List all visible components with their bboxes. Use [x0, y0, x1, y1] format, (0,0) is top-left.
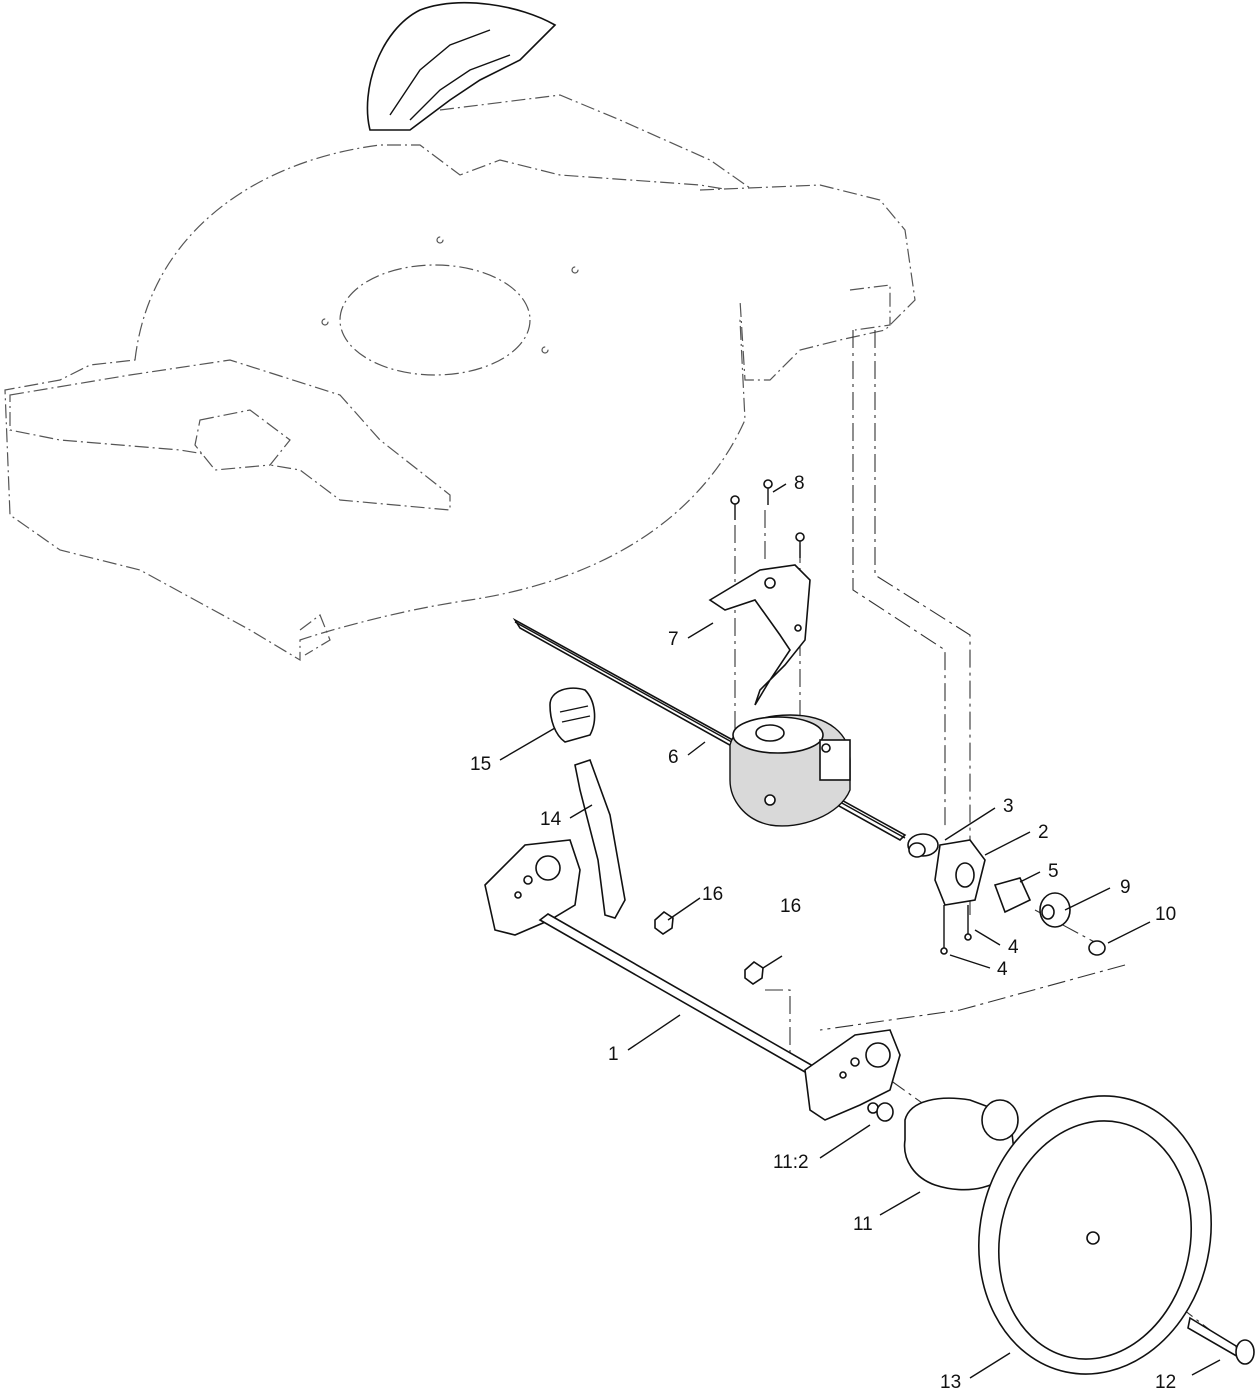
height-lever: [549, 687, 626, 919]
front-wheel: [978, 1095, 1255, 1375]
callout-labels: 1 2 3 4 4 5 6 7 8 9 10 11 11:2 12 13 14 …: [470, 473, 1176, 1389]
callout-3: 3: [1003, 796, 1014, 817]
rear-wheel-phantom: [366, 1, 557, 131]
mower-deck-phantom: [4, 94, 916, 662]
callout-11: 11: [853, 1214, 873, 1235]
callout-8: 8: [794, 473, 805, 494]
callout-16-center: 16: [780, 896, 801, 917]
callout-4-upper: 4: [1008, 937, 1019, 958]
callout-10: 10: [1155, 904, 1176, 925]
callout-14: 14: [540, 809, 562, 830]
callout-12: 12: [1155, 1372, 1176, 1389]
callout-15: 15: [470, 754, 491, 775]
callout-leaders: [499, 483, 1221, 1379]
callout-4-lower: 4: [997, 959, 1008, 980]
bearing-parts: [907, 833, 1106, 956]
callout-7: 7: [668, 629, 679, 650]
callout-13: 13: [940, 1372, 961, 1389]
callout-16-nut: 16: [702, 884, 723, 905]
callout-1: 1: [608, 1044, 619, 1065]
axle-assembly: [484, 839, 901, 1121]
callout-5: 5: [1048, 861, 1059, 882]
callout-9: 9: [1120, 877, 1131, 898]
callout-2: 2: [1038, 822, 1049, 843]
callout-6: 6: [668, 747, 679, 768]
callout-11-2: 11:2: [773, 1152, 809, 1173]
transmission: [729, 714, 851, 827]
wheel-hub: [867, 1097, 1019, 1191]
bracket: [708, 564, 811, 706]
screws: [730, 479, 805, 558]
